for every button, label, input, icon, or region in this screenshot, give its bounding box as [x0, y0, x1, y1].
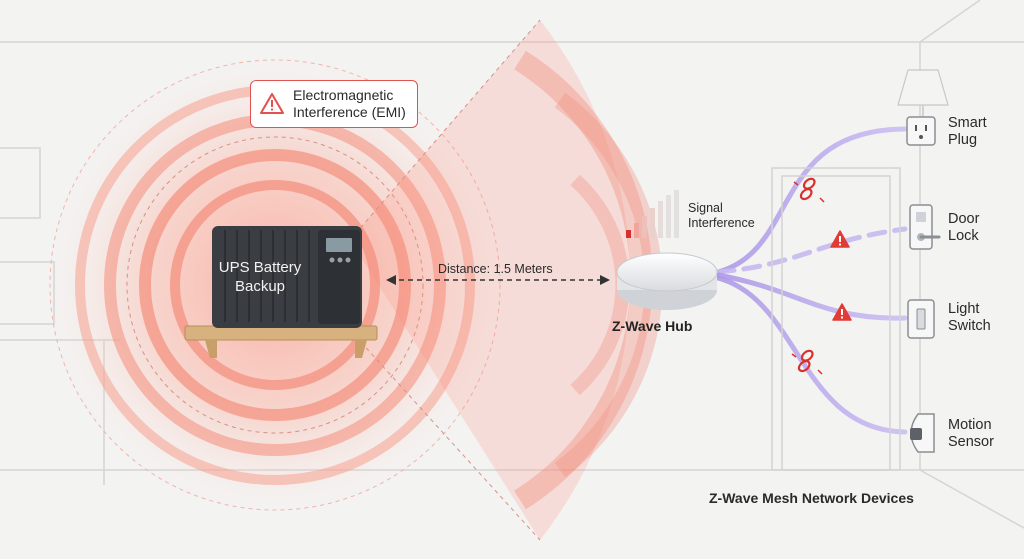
device-label-smart-plug: Smart Plug [948, 115, 987, 149]
ups-battery [212, 226, 362, 328]
signal-label-line1: Signal [688, 201, 723, 215]
signal-bars-icon [626, 190, 679, 238]
emi-callout: Electromagnetic Interference (EMI) [250, 80, 418, 128]
ups-label-line1: UPS Battery [218, 259, 302, 276]
signal-interference-label: Signal Interference [688, 201, 755, 231]
warning-icon [260, 93, 284, 114]
broken-link-icon [791, 349, 823, 375]
distance-arrow [386, 275, 610, 285]
ups-label: UPS Battery Backup [212, 258, 308, 296]
device-label-door-lock: Door Lock [948, 211, 979, 245]
lamp-icon [897, 69, 949, 118]
device-label-line2: Lock [948, 228, 979, 244]
device-label-line1: Door [948, 211, 980, 227]
emi-label-line1: Electromagnetic [293, 87, 394, 103]
warning-icon [830, 230, 850, 248]
emi-label-line2: Interference (EMI) [293, 104, 406, 120]
door-lock-icon [909, 204, 941, 250]
device-label-line2: Plug [948, 132, 978, 148]
motion-sensor-icon [910, 413, 935, 453]
signal-label-line2: Interference [688, 216, 755, 230]
footer-label: Z-Wave Mesh Network Devices [709, 490, 914, 506]
light-switch-icon [907, 299, 935, 339]
hub-label: Z-Wave Hub [612, 318, 693, 334]
device-label-line2: Sensor [948, 434, 994, 450]
ups-label-line2: Backup [234, 278, 286, 295]
device-label-line2: Switch [948, 318, 991, 334]
device-label-line1: Light [948, 301, 980, 317]
broken-link-icon [793, 177, 825, 203]
distance-label: Distance: 1.5 Meters [438, 262, 553, 276]
device-label-line1: Motion [948, 417, 992, 433]
smart-plug-icon [906, 116, 936, 146]
door-frame [771, 167, 901, 471]
emi-label: Electromagnetic Interference (EMI) [293, 87, 406, 121]
zwave-hub [616, 252, 718, 310]
device-label-motion-sensor: Motion Sensor [948, 417, 994, 451]
device-label-line1: Smart [948, 115, 987, 131]
device-label-light-switch: Light Switch [948, 301, 991, 335]
mesh-links [715, 126, 908, 435]
warning-icon [832, 303, 852, 321]
